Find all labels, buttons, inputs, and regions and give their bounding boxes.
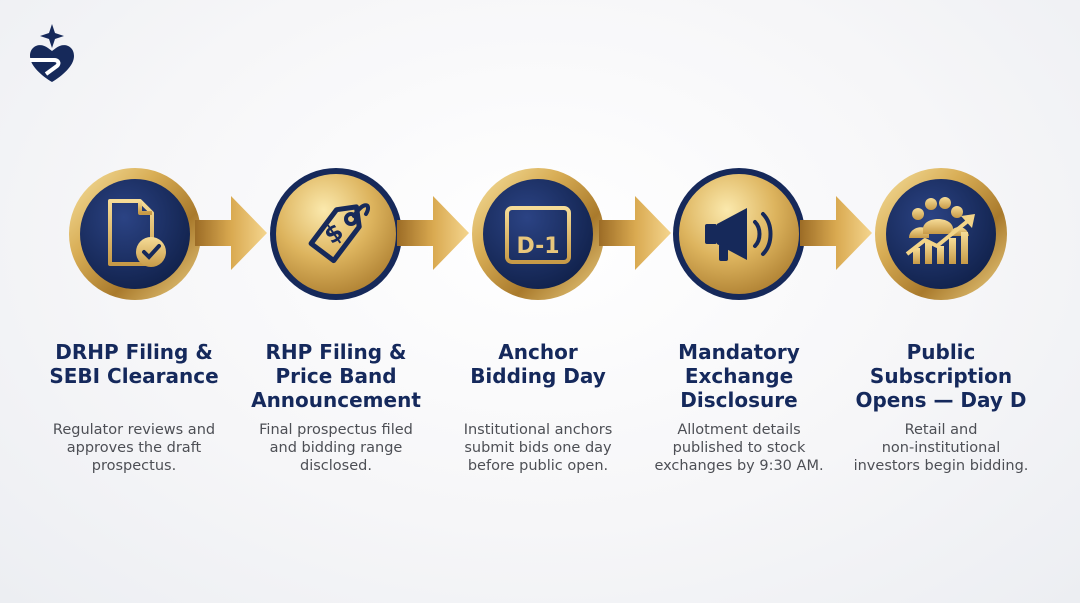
title-line: SEBI Clearance bbox=[49, 364, 219, 388]
step-4-description: Allotment details published to stock exc… bbox=[644, 421, 834, 475]
desc-line: Regulator reviews and bbox=[52, 422, 216, 438]
arrow-right-icon bbox=[397, 196, 469, 270]
title-line: Price Band bbox=[275, 364, 397, 388]
desc-line: Final prospectus filed bbox=[259, 422, 413, 438]
title-line: Public bbox=[906, 340, 976, 364]
arrow-right-icon bbox=[195, 196, 267, 270]
desc-line: Institutional anchors bbox=[463, 422, 613, 438]
step-3-description: Institutional anchors submit bids one da… bbox=[443, 421, 633, 475]
megaphone-icon bbox=[705, 208, 773, 261]
arrow-right-icon bbox=[800, 196, 872, 270]
step-4-title: Mandatory Exchange Disclosure bbox=[639, 340, 839, 412]
desc-line: approves the draft bbox=[66, 440, 202, 456]
calendar-icon bbox=[505, 198, 571, 264]
title-line: Exchange bbox=[684, 364, 794, 388]
desc-line: exchanges by 9:30 AM. bbox=[654, 458, 824, 474]
arrow-right-icon bbox=[599, 196, 671, 270]
title-line: RHP Filing & bbox=[265, 340, 407, 364]
desc-line: disclosed. bbox=[300, 458, 372, 474]
title-line: Mandatory bbox=[678, 340, 800, 364]
title-line: Subscription bbox=[869, 364, 1013, 388]
desc-line: before public open. bbox=[467, 458, 609, 474]
title-line: Disclosure bbox=[680, 388, 798, 412]
title-line: Announcement bbox=[251, 388, 421, 412]
step-5-badge bbox=[873, 166, 1009, 302]
desc-line: submit bids one day bbox=[464, 440, 612, 456]
step-3-badge: D-1 bbox=[470, 166, 606, 302]
step-5-title: Public Subscription Opens — Day D bbox=[841, 340, 1041, 412]
step-2-badge: $ bbox=[268, 166, 404, 302]
step-2-title: RHP Filing & Price Band Announcement bbox=[236, 340, 436, 412]
calendar-label: D-1 bbox=[516, 234, 559, 259]
step-2-description: Final prospectus filed and bidding range… bbox=[241, 421, 431, 475]
title-line: DRHP Filing & bbox=[55, 340, 213, 364]
desc-line: investors begin bidding. bbox=[853, 458, 1029, 474]
brand-logo bbox=[30, 24, 74, 82]
step-1-title: DRHP Filing & SEBI Clearance bbox=[34, 340, 234, 388]
step-1-badge bbox=[67, 166, 203, 302]
step-5-description: Retail and non-institutional investors b… bbox=[846, 421, 1036, 475]
desc-line: non-institutional bbox=[881, 440, 1001, 456]
desc-line: prospectus. bbox=[91, 458, 177, 474]
step-1-description: Regulator reviews and approves the draft… bbox=[39, 421, 229, 475]
step-3-title: Anchor Bidding Day bbox=[438, 340, 638, 388]
title-line: Opens — Day D bbox=[855, 388, 1027, 412]
title-line: Bidding Day bbox=[470, 364, 606, 388]
desc-line: and bidding range bbox=[269, 440, 403, 456]
desc-line: Retail and bbox=[904, 422, 978, 438]
title-line: Anchor bbox=[498, 340, 578, 364]
desc-line: Allotment details bbox=[677, 422, 801, 438]
step-4-badge bbox=[671, 166, 807, 302]
desc-line: published to stock bbox=[672, 440, 806, 456]
